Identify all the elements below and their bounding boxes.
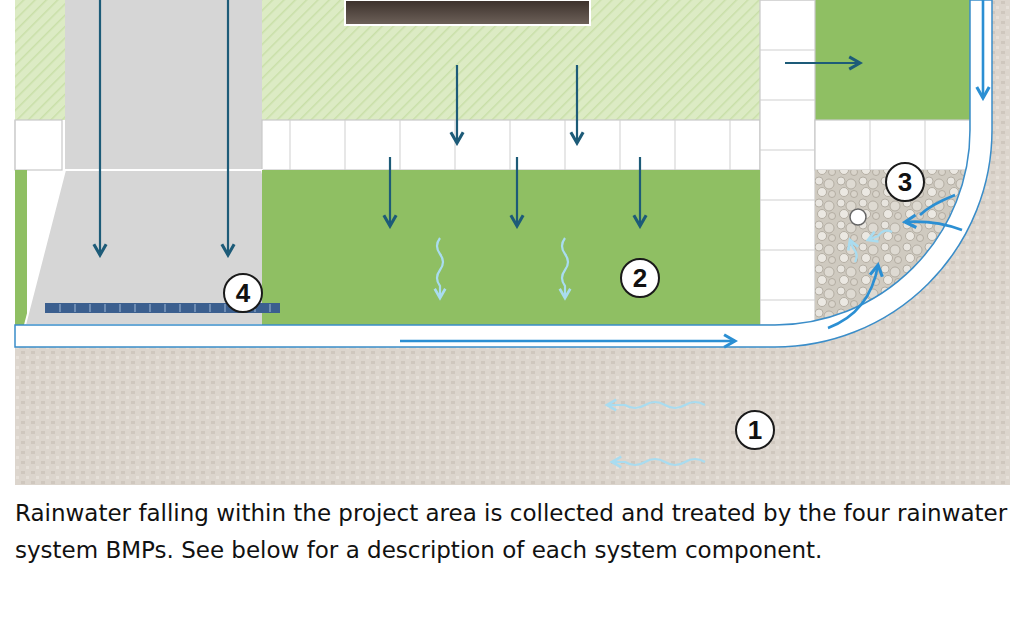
- yard: [15, 0, 65, 120]
- lawn: [262, 170, 760, 325]
- callout-circle: 3: [885, 162, 925, 202]
- callout-circle: 1: [735, 410, 775, 450]
- overflow-drain: [850, 209, 866, 225]
- driveway-apron: [25, 170, 300, 325]
- callout-number: 4: [236, 280, 250, 306]
- roof: [345, 0, 590, 25]
- driveway: [65, 0, 262, 170]
- property: [15, 0, 970, 325]
- lawn-strip: [15, 170, 27, 325]
- callout-number: 2: [633, 265, 647, 291]
- infiltration-arrows: [437, 231, 892, 465]
- callout-circle: 2: [620, 258, 660, 298]
- curb-gutter: [15, 0, 992, 347]
- gutter-flow-arrows: [400, 0, 983, 341]
- sidewalk: [15, 0, 970, 325]
- callout-number: 1: [748, 417, 762, 443]
- street: [15, 0, 1010, 485]
- caption: Rainwater falling within the project are…: [15, 495, 1015, 569]
- callout-circle: 4: [223, 273, 263, 313]
- runoff-arrows: [100, 0, 860, 255]
- house-yard: [262, 0, 760, 120]
- callout-number: 3: [898, 169, 912, 195]
- lawn-corner: [815, 0, 970, 120]
